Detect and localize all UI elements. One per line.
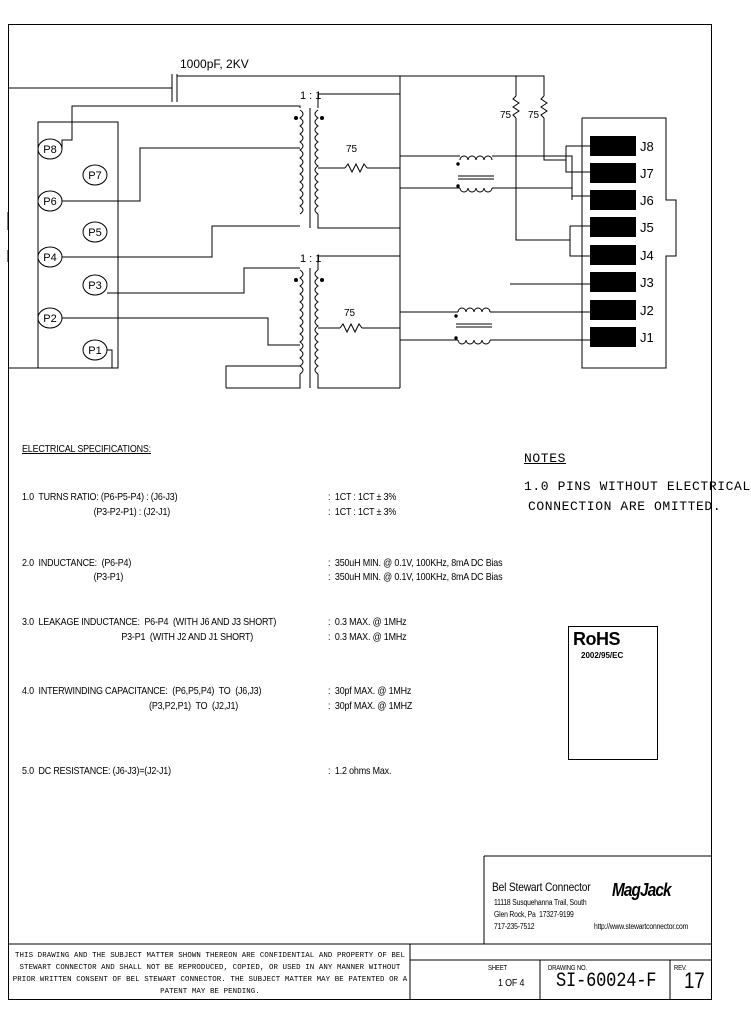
spec-value: : 1CT : 1CT ± 3% <box>328 506 397 518</box>
rohs-badge: RoHS 2002/95/EC <box>568 626 658 760</box>
termination-resistors: 75 75 <box>400 75 570 241</box>
pin-label: P4 <box>43 252 56 264</box>
spec-value: : 1CT : 1CT ± 3% <box>328 491 397 503</box>
spec-label: (P3-P1) <box>22 571 124 583</box>
pin-label: P1 <box>88 345 101 357</box>
jack-label: J3 <box>640 275 654 290</box>
spec-label: 5.0 DC RESISTANCE: (J6-J3)=(J2-J1) <box>22 765 171 777</box>
transformer-ratio-label: 1 : 1 <box>300 253 321 265</box>
spec-label: 1.0 TURNS RATIO: (P6-P5-P4) : (J6-J3) <box>22 491 178 503</box>
choke-bottom <box>400 307 590 345</box>
revision-number: 17 <box>684 968 705 993</box>
jack-pad-j5 <box>590 217 636 237</box>
company-address: 11118 Susquehanna Trail, South <box>494 898 587 907</box>
choke-top <box>400 155 590 200</box>
spec-value: : 350uH MIN. @ 0.1V, 100KHz, 8mA DC Bias <box>328 571 503 583</box>
spec-value: : 30pf MAX. @ 1MHz <box>328 685 412 697</box>
spec-value: : 0.3 MAX. @ 1MHz <box>328 616 407 628</box>
jack-connector <box>510 117 677 369</box>
jack-label: J1 <box>640 330 654 345</box>
resistor-label: 75 <box>346 144 358 155</box>
drawing-number: SI-60024-F <box>556 970 657 993</box>
notes-line: 1.0 PINS WITHOUT ELECTRICAL <box>524 479 751 494</box>
spec-value: : 350uH MIN. @ 0.1V, 100KHz, 8mA DC Bias <box>328 557 503 569</box>
pin-p7: P7 <box>82 164 108 186</box>
pin-label: P5 <box>88 227 101 239</box>
transformer-bottom: 1 : 1 75 <box>226 253 400 389</box>
jack-label: J7 <box>640 166 654 181</box>
notes-heading: NOTES <box>524 451 567 466</box>
spec-value: : 1.2 ohms Max. <box>328 765 392 777</box>
jack-pad-j3 <box>590 272 636 292</box>
capacitor-1000pf: 1000pF, 2KV <box>8 57 401 388</box>
rohs-subtitle: 2002/95/EC <box>581 651 624 660</box>
spec-label: 4.0 INTERWINDING CAPACITANCE: (P6,P5,P4)… <box>22 685 262 697</box>
resistor-label: 75 <box>528 110 540 121</box>
jack-label: J6 <box>640 193 654 208</box>
company-address: Glen Rock, Pa 17327-9199 <box>494 910 574 919</box>
confidentiality-notice: THIS DRAWING AND THE SUBJECT MATTER SHOW… <box>12 952 408 996</box>
pin-label: P8 <box>43 144 56 156</box>
jack-pad-j7 <box>590 163 636 183</box>
resistor-label: 75 <box>344 308 356 319</box>
jack-pad-j2 <box>590 300 636 320</box>
revision-label: REV. <box>674 965 687 972</box>
jack-label: J8 <box>640 139 654 154</box>
schematic-diagram: P8 P7 P6 P5 P4 P3 P2 P1 1000pF, 2KV <box>7 57 712 1000</box>
pin-label: P3 <box>88 280 101 292</box>
pin-p5: P5 <box>82 221 108 243</box>
pin-p1: P1 <box>82 339 108 361</box>
specs-heading: ELECTRICAL SPECIFICATIONS: <box>22 443 151 455</box>
pin-p2: P2 <box>37 307 63 329</box>
spec-label: 3.0 LEAKAGE INDUCTANCE: P6-P4 (WITH J6 A… <box>22 616 277 628</box>
rohs-title: RoHS <box>573 629 621 649</box>
spec-label: (P3,P2,P1) TO (J2,J1) <box>22 700 239 712</box>
pin-p4: P4 <box>37 246 63 268</box>
spec-label: P3-P1 (WITH J2 AND J1 SHORT) <box>22 631 254 643</box>
title-block-lines <box>8 855 712 1000</box>
jack-pads <box>590 136 636 347</box>
magjack-logo: MagJack <box>612 880 672 900</box>
pin-p8: P8 <box>37 138 63 160</box>
transformer-top: 1 : 1 75 <box>294 90 400 229</box>
pin-label: P2 <box>43 313 56 325</box>
capacitor-label: 1000pF, 2KV <box>180 57 249 71</box>
jack-label: J5 <box>640 220 654 235</box>
transformer-ratio-label: 1 : 1 <box>300 90 321 102</box>
spec-value: : 0.3 MAX. @ 1MHz <box>328 631 407 643</box>
company-website: http://www.stewartconnector.com <box>594 922 689 931</box>
pin-p6: P6 <box>37 190 63 212</box>
spec-label: (P3-P2-P1) : (J2-J1) <box>22 506 171 518</box>
drawing-number-label: DRAWING NO. <box>548 965 587 972</box>
drawing-border <box>8 24 712 1000</box>
spec-value: : 30pf MAX. @ 1MHZ <box>328 700 413 712</box>
pin-label: P7 <box>88 170 101 182</box>
sheet-value: 1 OF 4 <box>498 977 525 989</box>
notes-line: CONNECTION ARE OMITTED. <box>528 499 722 514</box>
company-name: Bel Stewart Connector <box>492 880 591 894</box>
resistor-label: 75 <box>500 110 512 121</box>
jack-label: J4 <box>640 248 654 263</box>
sheet-label: SHEET <box>488 965 507 972</box>
jack-label: J2 <box>640 303 654 318</box>
pin-p3: P3 <box>82 274 108 296</box>
jack-pad-j1 <box>590 327 636 347</box>
jack-pad-j8 <box>590 136 636 156</box>
jack-labels: J8 J7 J6 J5 J4 J3 J2 J1 <box>640 139 654 345</box>
pin-label: P6 <box>43 196 56 208</box>
spec-label: 2.0 INDUCTANCE: (P6-P4) <box>22 557 132 569</box>
jack-pad-j4 <box>590 245 636 265</box>
company-phone: 717-235-7512 <box>494 922 535 931</box>
jack-pad-j6 <box>590 190 636 210</box>
